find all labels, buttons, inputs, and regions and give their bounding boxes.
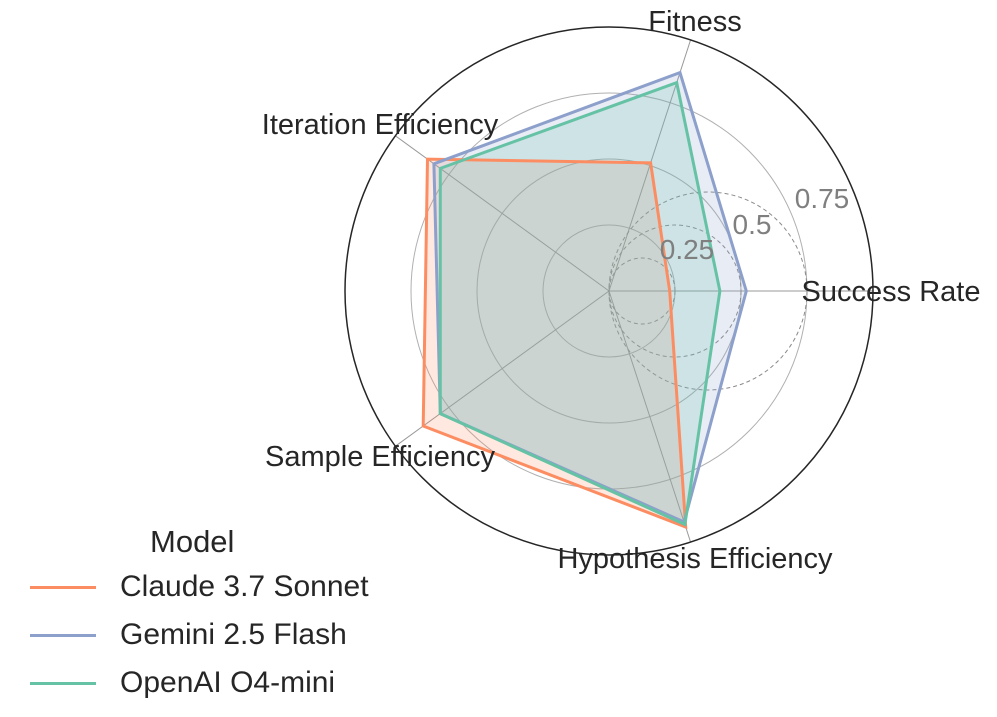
legend-swatch — [30, 682, 96, 685]
legend-item: OpenAI O4-mini — [20, 664, 420, 704]
legend-title: Model — [150, 524, 235, 559]
series-area-openai-o4-mini — [440, 82, 720, 525]
radial-tick-arc-2 — [608, 224, 742, 358]
series-line-openai-o4-mini — [438, 80, 722, 527]
legend-item: Claude 3.7 Sonnet — [20, 568, 420, 608]
radial-tick-arc-1 — [608, 257, 676, 325]
legend-label: OpenAI O4-mini — [120, 666, 336, 699]
legend-label: Claude 3.7 Sonnet — [120, 570, 369, 603]
axis-spoke-4 — [395, 290, 610, 447]
series-line-gemini-2-5-flash — [432, 70, 748, 525]
radial-tick-arc-3 — [608, 191, 808, 391]
radial-tick-label-3: 0.75 — [795, 183, 850, 214]
axis-label-1: Success Rate — [802, 276, 981, 308]
axis-label-5: Hypothesis Efficiency — [557, 543, 833, 575]
axis-spoke-5 — [608, 290, 692, 543]
axis-label-3: Iteration Efficiency — [262, 109, 499, 141]
outer-frame — [344, 26, 874, 556]
legend-swatch — [30, 634, 96, 637]
series-line-claude-3-7-sonnet — [421, 157, 688, 530]
legend-item: Gemini 2.5 Flash — [20, 616, 420, 656]
radar-series — [421, 70, 748, 530]
axis-label-4: Sample Efficiency — [265, 441, 495, 473]
axis-label-2: Fitness — [648, 6, 741, 38]
series-area-gemini-2-5-flash — [433, 72, 747, 522]
axis-spoke-3 — [395, 135, 610, 292]
legend-swatch — [30, 586, 96, 589]
legend-label: Gemini 2.5 Flash — [120, 618, 347, 651]
radial-tick-label-1: 0.25 — [660, 234, 715, 265]
radial-tick-label-2: 0.5 — [733, 209, 772, 240]
